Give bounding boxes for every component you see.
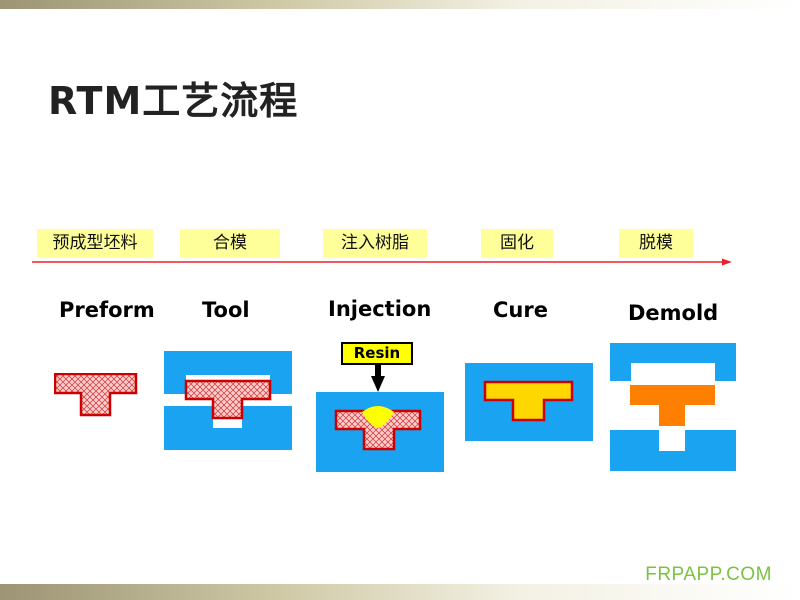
label-injection: Injection	[328, 297, 432, 321]
step-label-injection: 注入树脂	[323, 229, 427, 258]
label-cure: Cure	[493, 298, 548, 322]
cure-mold-diagram	[465, 363, 593, 441]
watermark-text: FRPAPP.COM	[645, 564, 772, 585]
top-decor-bar	[0, 0, 800, 9]
injection-mold-diagram	[316, 364, 444, 472]
page-title: RTM工艺流程	[48, 79, 299, 123]
label-tool: Tool	[202, 298, 250, 322]
resin-tank: Resin	[341, 342, 413, 365]
step-label-tool: 合模	[180, 229, 280, 258]
demold-diagram	[610, 343, 736, 471]
step-label-demold: 脱模	[619, 229, 693, 258]
step-label-cure: 固化	[481, 229, 553, 258]
tool-mold-diagram	[164, 351, 292, 450]
bottom-decor-bar	[0, 584, 800, 600]
label-preform: Preform	[59, 298, 155, 322]
label-demold: Demold	[628, 301, 719, 325]
timeline-arrow	[32, 258, 732, 266]
step-label-preform: 预成型坯料	[37, 229, 153, 258]
preform-diagram	[54, 373, 138, 417]
